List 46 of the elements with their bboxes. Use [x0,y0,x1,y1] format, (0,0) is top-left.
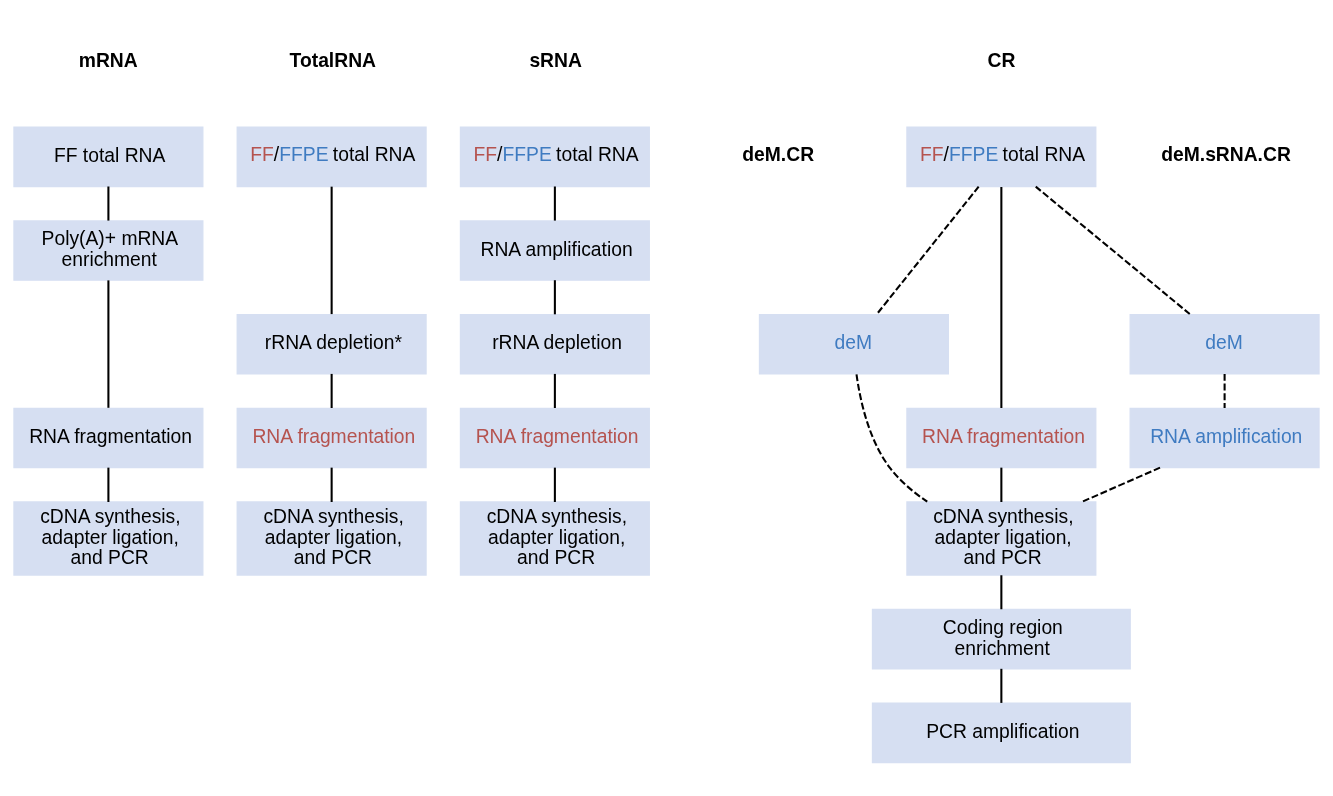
node-box: cDNA synthesis, adapter ligation, and PCR [906,501,1097,576]
label: TotalRNA [289,49,377,71]
connector [553,280,556,315]
node-box: Poly(A)+ mRNA enrichment [13,220,204,281]
node-box: rRNA depletion [459,313,650,375]
node-box: cDNA synthesis, adapter ligation, and PCR [459,501,650,576]
connector [1223,373,1226,408]
connector [1081,466,1161,503]
connector [553,373,556,408]
node-box: RNA amplification [459,220,650,281]
connector [1000,467,1003,502]
connector [330,467,333,502]
connector [107,186,110,221]
node-box: rRNA depletion* [236,313,427,375]
connector [1000,186,1003,408]
label: deM.CR [742,143,815,165]
node-box: RNA fragmentation [236,407,427,469]
connector [1000,575,1003,610]
label: mRNA [78,49,138,71]
connector [107,467,110,502]
connector [330,186,333,315]
node-box: deM [758,313,949,375]
connector [1000,668,1003,703]
node-box: PCR amplification [871,702,1131,764]
node-box: FF/FFPE total RNA [906,126,1097,188]
connector [330,373,333,408]
node-box: deM [1129,313,1320,375]
node-box: cDNA synthesis, adapter ligation, and PCR [13,501,204,576]
node-box: FF/FFPE total RNA [236,126,427,188]
node-box: RNA fragmentation [906,407,1097,469]
node-box: FF/FFPE total RNA [459,126,650,188]
node-box: cDNA synthesis, adapter ligation, and PCR [236,501,427,576]
node-box: RNA amplification [1129,407,1320,469]
connector [1035,185,1191,316]
label: CR [987,49,1016,71]
node-box: RNA fragmentation [13,407,204,469]
node-box: Coding region enrichment [871,608,1131,670]
label: deM.sRNA.CR [1161,143,1291,165]
connector [553,186,556,221]
connector [553,467,556,502]
connector [855,374,928,503]
connector [876,186,980,315]
node-box: RNA fragmentation [459,407,650,469]
label: sRNA [529,49,582,71]
node-box: FF total RNA [13,126,204,188]
connector [107,280,110,408]
